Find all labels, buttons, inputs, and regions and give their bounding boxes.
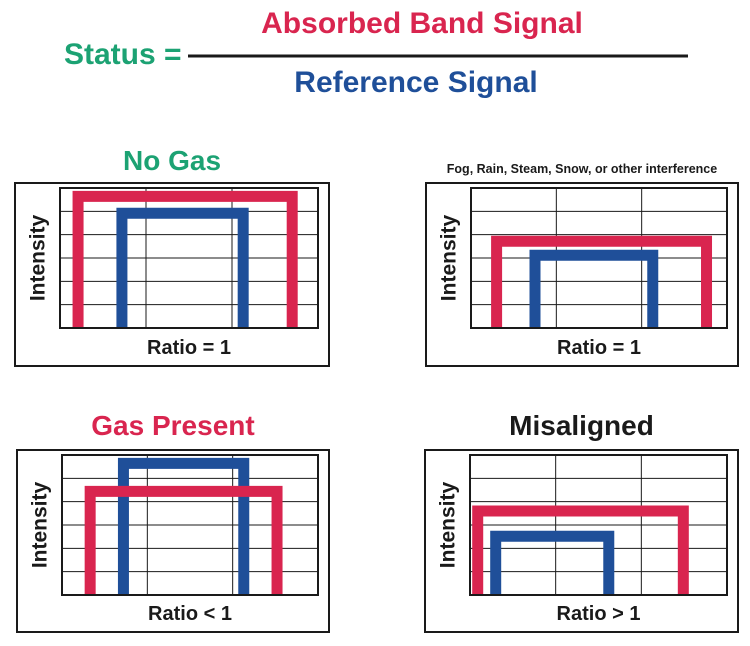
y-axis-label: Intensity [29,482,52,569]
reference-signal [529,249,659,327]
panel-title: Fog, Rain, Steam, Snow, or other interfe… [447,162,717,176]
y-axis-label: Intensity [27,215,50,302]
plot-area [469,454,728,596]
absorbed-band-signal [72,190,298,327]
y-axis-label: Intensity [437,482,460,569]
ratio-label: Ratio > 1 [557,603,641,625]
plot-area [61,454,319,596]
ratio-label: Ratio = 1 [557,337,641,359]
formula-left-label: Status = [64,38,182,71]
ratio-label: Ratio = 1 [147,337,231,359]
plot-area [59,187,319,329]
panel-frame [425,182,739,367]
absorbed-band-signal [472,505,689,594]
grid [60,188,318,328]
panel-2: Fog, Rain, Steam, Snow, or other interfe… [425,162,739,367]
ratio-label: Ratio < 1 [148,603,232,625]
reference-signal [117,457,250,594]
status-formula: Status = Absorbed Band Signal Reference … [64,7,688,99]
absorbed-band-signal [491,235,713,327]
formula-denominator: Reference Signal [294,66,537,99]
grid [471,188,727,328]
plot-area [470,187,728,329]
panel-title: Gas Present [91,410,254,441]
y-axis-label: Intensity [438,215,461,302]
panel-title: Misaligned [509,410,654,441]
reference-signal [490,530,615,594]
reference-signal [116,207,249,327]
formula-numerator: Absorbed Band Signal [261,7,583,40]
panel-title: No Gas [123,145,221,176]
absorbed-band-signal [84,485,283,594]
